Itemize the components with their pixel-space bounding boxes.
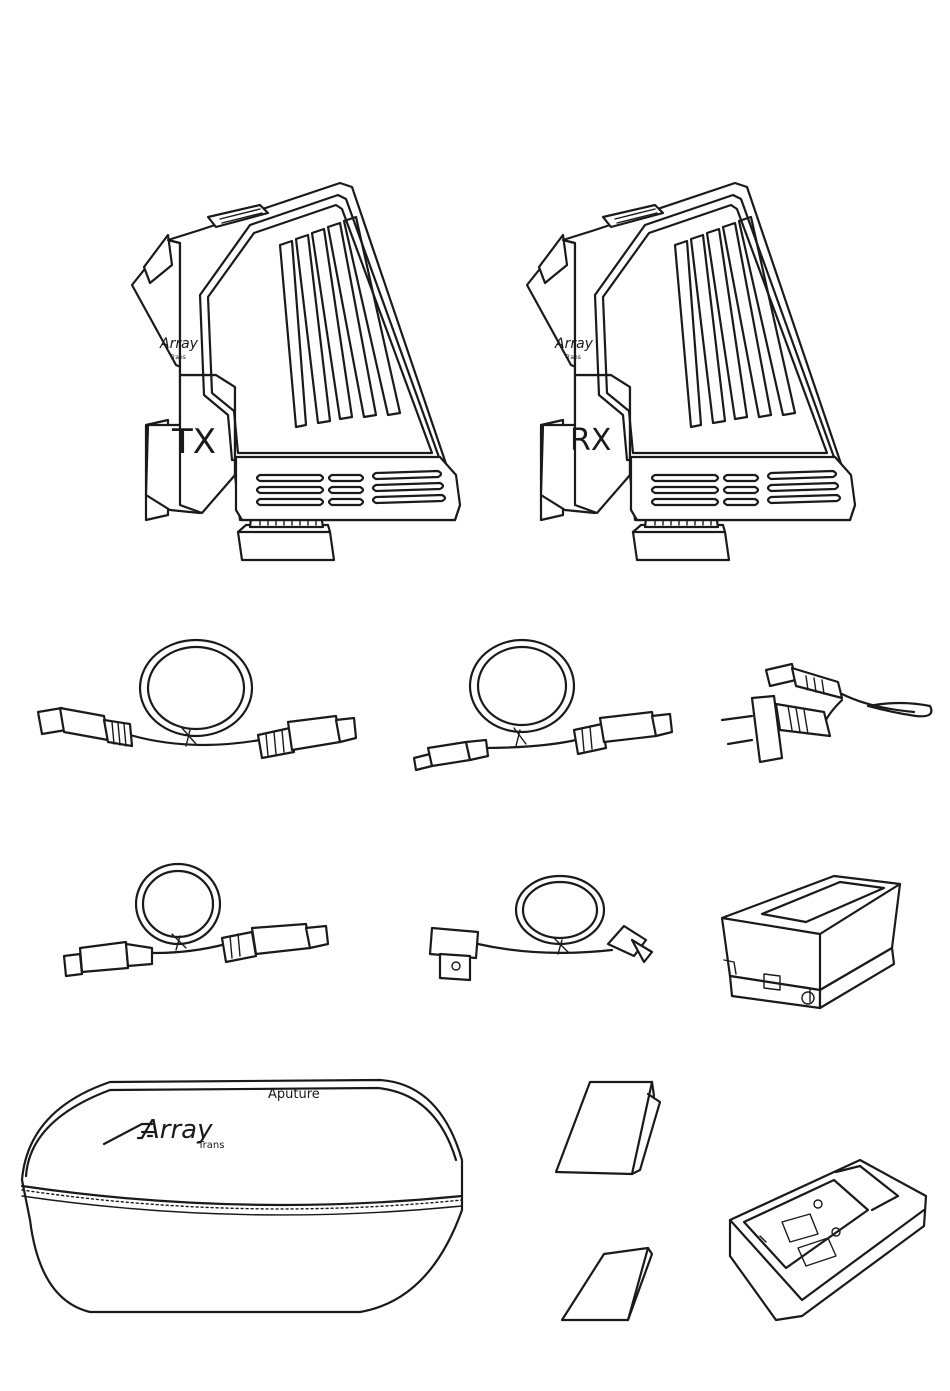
- receiver-label: RX: [570, 423, 611, 458]
- receiver-unit: Array Trans RX: [527, 183, 855, 560]
- transmitter-unit: Array Trans TX: [132, 183, 460, 560]
- hdmi-cable: [38, 640, 356, 758]
- transmitter-subbrand: Trans: [169, 354, 186, 361]
- receiver-brand: Array: [554, 336, 594, 352]
- transmitter-brand: Array: [159, 336, 199, 352]
- micro-hdmi-cable: [414, 640, 672, 770]
- case-maker: Aputure: [268, 1087, 320, 1102]
- case-subbrand: Trans: [197, 1140, 224, 1151]
- user-manual: [556, 1082, 660, 1174]
- power-cord: [722, 664, 931, 762]
- transmitter-label: TX: [171, 422, 216, 462]
- usb-cable: [64, 864, 328, 976]
- warranty-card: [562, 1248, 652, 1320]
- receiver-subbrand: Trans: [564, 354, 581, 361]
- battery-charger: [730, 1160, 926, 1320]
- carrying-case: Array Trans Aputure: [22, 1080, 462, 1312]
- battery: [722, 876, 900, 1008]
- d-tap-cable: [430, 876, 652, 980]
